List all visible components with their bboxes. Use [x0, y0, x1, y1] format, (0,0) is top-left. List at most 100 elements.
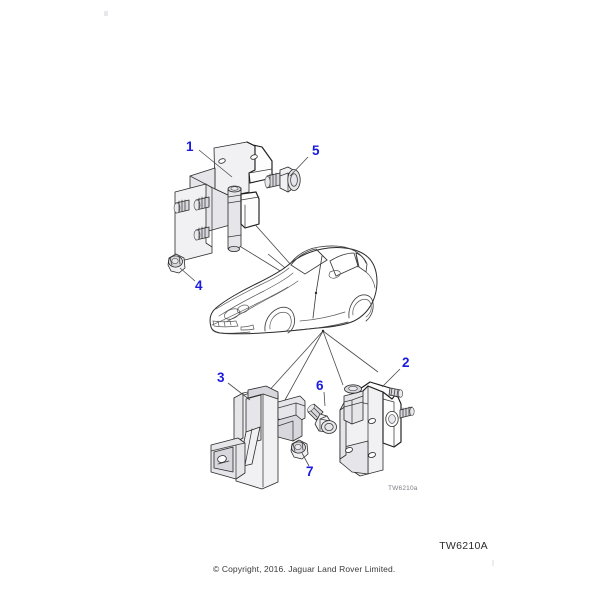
leader-lower-hinge-a	[322, 330, 344, 386]
check-arm-link-crease	[244, 428, 253, 466]
pivot-barrel-rings	[227, 194, 242, 238]
car-grille	[212, 320, 239, 328]
stud-3-thread	[198, 226, 206, 240]
stud-top-end	[397, 389, 403, 398]
lower-hinge-stud-side	[399, 406, 415, 419]
callout-7-leader	[301, 452, 310, 467]
car-front-tyre	[269, 311, 292, 332]
part-7-check-arm-nut[interactable]: 7	[290, 439, 314, 479]
bolt5-flange-inner	[290, 173, 298, 187]
car-bumper-line	[210, 326, 251, 334]
callout-3-leader	[227, 382, 251, 401]
car-rear-arch	[348, 294, 374, 322]
part-6-flanged-hex-bolt[interactable]: 6	[306, 378, 337, 434]
lower-hinge-hole-b	[345, 447, 353, 453]
stud-1-thread	[178, 199, 186, 213]
lower-hinge-stud-top	[388, 387, 403, 398]
pivot-boss-ring	[343, 401, 364, 408]
lower-mount-point-marker	[321, 329, 325, 333]
stud-1-end	[173, 202, 181, 214]
part-3-door-check-arm-assembly[interactable]: 3	[210, 370, 306, 490]
hinge-top-wing-fold	[248, 168, 273, 174]
car-quarter-glass	[355, 252, 368, 273]
lower-hinge-right-wing-fold	[382, 398, 395, 448]
leader-lower-check-a	[266, 330, 324, 394]
part-4-hinge-pivot-nut[interactable]: 4	[167, 253, 203, 293]
callout-1-label: 1	[186, 139, 194, 154]
lower-hinge-hole-a	[368, 418, 376, 424]
nut7-facet	[292, 441, 304, 452]
car-a-pillar	[315, 248, 328, 261]
callout-5-label: 5	[312, 143, 320, 158]
callout-7-label: 7	[306, 464, 314, 479]
bolt5-shank-end	[264, 176, 271, 188]
car-grille-bars	[217, 320, 232, 327]
bolt5-flange	[287, 169, 301, 191]
hinge-mount-plate-fold	[205, 183, 213, 248]
lower-hinge-big-hole-inner	[388, 414, 396, 424]
lower-hinge-hole-c	[368, 452, 376, 458]
check-retainer-upper	[277, 395, 306, 424]
car-body-outline	[209, 247, 378, 335]
car-rear-tyre	[352, 298, 372, 318]
bolt6-flange	[321, 420, 337, 434]
callout-6-leader	[323, 391, 326, 407]
upper-mount-point-marker	[314, 291, 318, 295]
check-retainer-lower	[277, 414, 303, 442]
callout-6-label: 6	[316, 378, 324, 393]
callout-2-label: 2	[402, 355, 410, 370]
car-hood-crease-1	[218, 272, 294, 317]
check-housing-bevel	[233, 392, 244, 444]
pivot-boss-bore	[348, 385, 358, 391]
car-rear-deck	[365, 271, 376, 289]
hinge-hole-b	[250, 154, 258, 160]
pivot-barrel-body	[227, 187, 242, 251]
pivot-boss-facets	[343, 395, 364, 425]
car-headlamp-outer	[224, 308, 240, 320]
part-2-lower-door-hinge-bracket[interactable]: 2	[339, 355, 415, 477]
stud-2-thread	[198, 196, 206, 210]
leader-lower-hinge-b	[322, 330, 379, 373]
pivot-boss-body	[343, 390, 364, 425]
callout-5-leader	[289, 156, 309, 177]
callout-3-label: 3	[217, 370, 225, 385]
hinge-hole-a	[218, 158, 226, 164]
pivot-barrel-bore	[230, 186, 239, 191]
copyright-notice: © Copyright, 2016. Jaguar Land Rover Lim…	[213, 564, 396, 574]
hinge-pivot-barrel	[227, 185, 242, 252]
check-arm-end-fold	[210, 442, 246, 480]
drawing-code: TW6210A	[439, 540, 488, 552]
car-b-pillar	[355, 252, 359, 268]
car-bodyside-crease	[299, 311, 346, 322]
hinge-pivot-ear	[240, 191, 260, 229]
callout-4-leader	[179, 267, 196, 282]
part-1-upper-door-hinge-bracket[interactable]: 1	[173, 139, 273, 262]
callout-4-label: 4	[195, 278, 203, 293]
car-sill	[295, 321, 349, 331]
nut4-facet	[169, 255, 181, 266]
callout-1-leader	[198, 149, 233, 178]
bolt6-flange-inner	[324, 423, 334, 431]
check-retainer-lower-fold	[277, 420, 294, 442]
stud-top-thread	[390, 387, 399, 397]
bolt6-shank-end	[307, 404, 315, 412]
nut4-bore	[171, 258, 179, 264]
check-arm-end-slot	[217, 460, 230, 465]
car-headlamp-inner	[236, 304, 250, 314]
scan-artifact-edge	[492, 560, 494, 566]
car-door-mirror	[328, 270, 341, 279]
pivot-barrel-bottom	[228, 245, 240, 252]
drawing-watermark: TW6210a	[388, 485, 418, 492]
callout-2-leader	[381, 368, 401, 388]
car-lower-intake	[240, 324, 255, 331]
hinge-studs	[173, 196, 210, 241]
stud-2-end	[193, 199, 201, 211]
car-wing-crease	[211, 286, 289, 326]
nut7-bore	[294, 444, 302, 450]
car-front-arch	[264, 306, 296, 334]
part-5-flanged-hex-bolt[interactable]: 5	[264, 143, 320, 193]
lower-hinge-pivot-boss	[343, 384, 364, 425]
stud-side-thread	[402, 406, 410, 418]
